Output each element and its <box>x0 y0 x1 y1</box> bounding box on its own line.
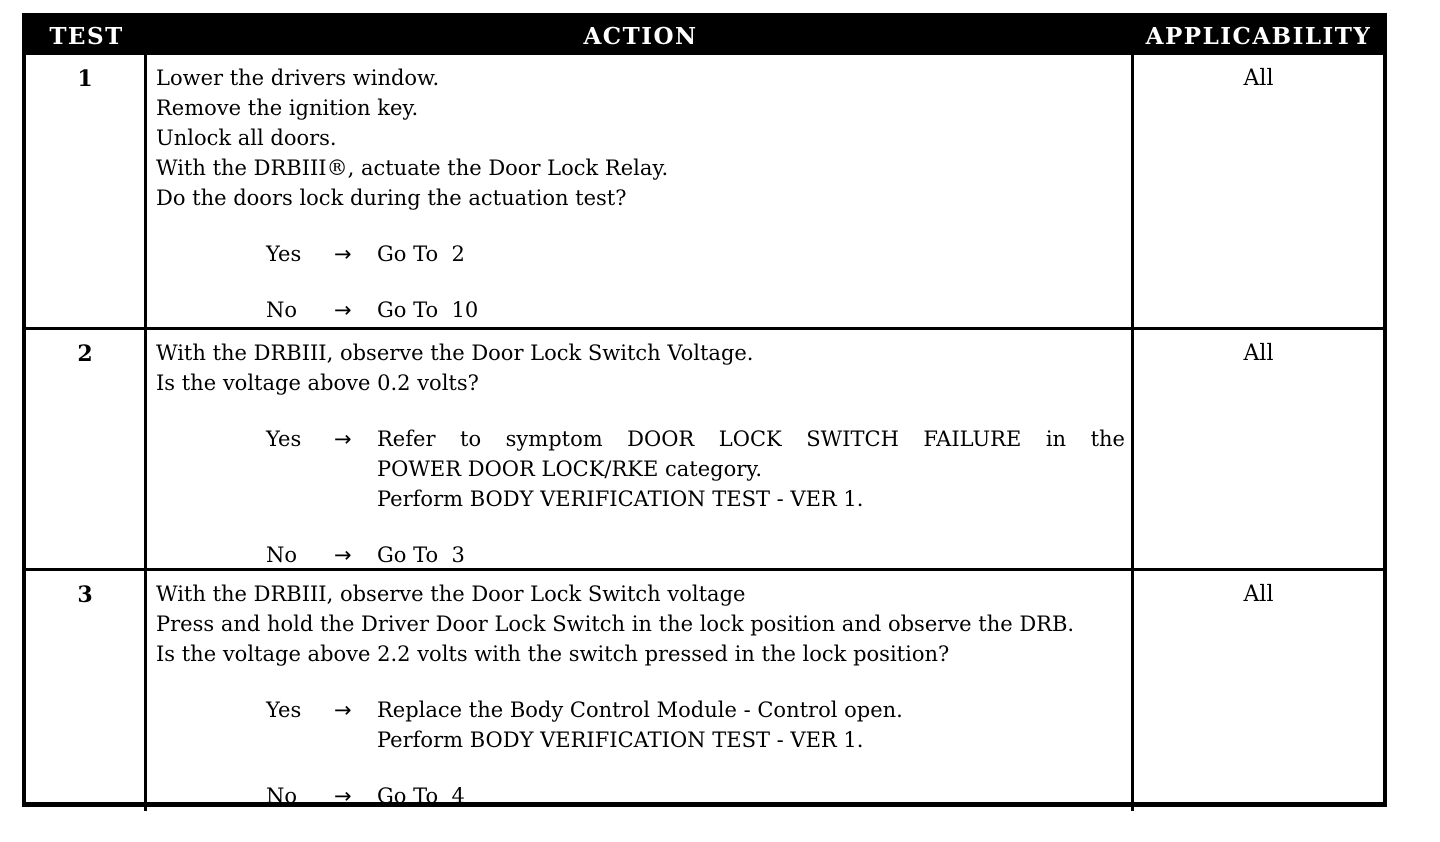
decision-answer: No <box>266 298 298 322</box>
decision-result: Go To 2 <box>377 239 1125 269</box>
decision-result-line: Go To 2 <box>377 242 465 266</box>
decision-yes: Yes → Go To 2 <box>156 239 1125 269</box>
action-line: Do the doors lock during the actuation t… <box>156 186 627 210</box>
diagnostic-test-table: TEST ACTION APPLICABILITY 1 Lower the dr… <box>22 13 1387 811</box>
decision-result-line: POWER DOOR LOCK/RKE category. <box>377 457 763 481</box>
action-line: With the DRBIII, observe the Door Lock S… <box>156 582 746 606</box>
decision-result-line: Go To 3 <box>377 543 465 567</box>
action-line: Is the voltage above 2.2 volts with the … <box>156 642 950 666</box>
action-cell: Lower the drivers window. Remove the ign… <box>147 55 1134 327</box>
action-line: Unlock all doors. <box>156 126 337 150</box>
column-header-action: ACTION <box>583 22 698 50</box>
table-row: 1 Lower the drivers window. Remove the i… <box>26 55 1383 327</box>
test-number-cell: 1 <box>26 55 147 327</box>
decision-answer: Yes <box>266 242 302 266</box>
decision-result: Replace the Body Control Module - Contro… <box>377 695 1125 755</box>
decision-result: Go To 10 <box>377 295 1125 325</box>
action-line: With the DRBIII, observe the Door Lock S… <box>156 341 754 365</box>
decision-result: Refer to symptom DOOR LOCK SWITCH FAILUR… <box>377 424 1125 514</box>
decision-answer: No <box>266 784 298 808</box>
action-cell: With the DRBIII, observe the Door Lock S… <box>147 330 1134 570</box>
decision-result: Go To 4 <box>377 781 1125 811</box>
action-line: Remove the ignition key. <box>156 96 419 120</box>
right-arrow-icon: → <box>334 543 352 567</box>
decision-no: No → Go To 3 <box>156 540 1125 570</box>
test-number-cell: 2 <box>26 330 147 570</box>
right-arrow-icon: → <box>334 242 352 266</box>
action-line: Press and hold the Driver Door Lock Swit… <box>156 612 1075 636</box>
decision-yes: Yes → Replace the Body Control Module - … <box>156 695 1125 755</box>
decision-answer: No <box>266 543 298 567</box>
applicability-cell: All <box>1243 582 1274 607</box>
decision-result-line: Replace the Body Control Module - Contro… <box>377 698 903 722</box>
decision-answer: Yes <box>266 698 302 722</box>
applicability-cell: All <box>1243 66 1274 91</box>
right-arrow-icon: → <box>334 427 352 451</box>
right-arrow-icon: → <box>334 784 352 808</box>
right-arrow-icon: → <box>334 298 352 322</box>
table-header-row: TEST ACTION APPLICABILITY <box>26 17 1383 55</box>
decision-no: No → Go To 10 <box>156 295 1125 325</box>
decision-no: No → Go To 4 <box>156 781 1125 811</box>
applicability-cell: All <box>1243 341 1274 366</box>
decision-result-line: Perform BODY VERIFICATION TEST - VER 1. <box>377 728 864 752</box>
decision-yes: Yes → Refer to symptom DOOR LOCK SWITCH … <box>156 424 1125 514</box>
decision-result-line: Perform BODY VERIFICATION TEST - VER 1. <box>377 487 864 511</box>
decision-result-line: Refer to symptom DOOR LOCK SWITCH FAILUR… <box>377 427 1125 451</box>
action-line: With the DRBIII®, actuate the Door Lock … <box>156 156 669 180</box>
action-cell: With the DRBIII, observe the Door Lock S… <box>147 571 1134 811</box>
decision-result: Go To 3 <box>377 540 1125 570</box>
action-line: Lower the drivers window. <box>156 66 440 90</box>
decision-result-line: Go To 4 <box>377 784 465 808</box>
action-line: Is the voltage above 0.2 volts? <box>156 371 479 395</box>
column-header-applicability: APPLICABILITY <box>1145 22 1372 50</box>
table-row: 3 With the DRBIII, observe the Door Lock… <box>26 568 1383 811</box>
test-number-cell: 3 <box>26 571 147 811</box>
table-row: 2 With the DRBIII, observe the Door Lock… <box>26 327 1383 570</box>
column-header-test: TEST <box>49 22 124 50</box>
decision-answer: Yes <box>266 427 302 451</box>
right-arrow-icon: → <box>334 698 352 722</box>
decision-result-line: Go To 10 <box>377 298 479 322</box>
